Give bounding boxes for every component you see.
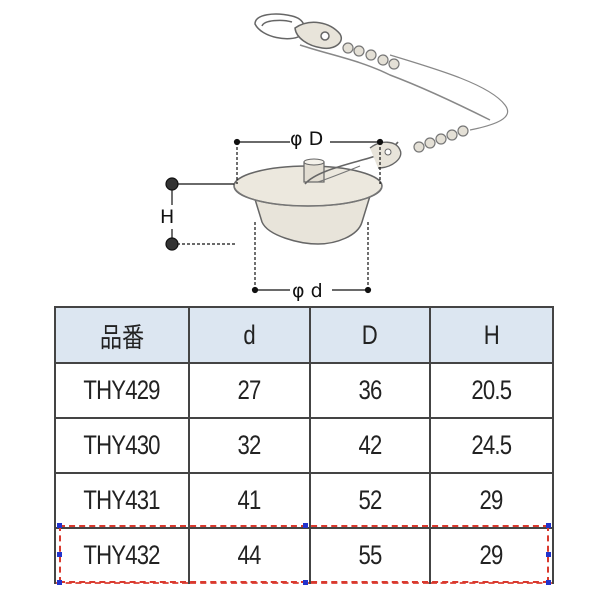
header-outer-diameter: D <box>309 306 431 364</box>
chain-icon <box>299 42 508 153</box>
cell-outer-diameter: 52 <box>309 472 431 529</box>
cell-height: 29 <box>429 527 554 584</box>
header-inner-diameter: d <box>188 306 311 364</box>
cell-outer-diameter: 42 <box>309 417 431 474</box>
cell-part-number: THY430 <box>54 417 190 474</box>
cell-outer-diameter: 55 <box>309 527 431 584</box>
cell-inner-diameter: 27 <box>188 362 311 419</box>
inner-diameter-dimension <box>251 222 372 294</box>
header-height: H <box>429 306 554 364</box>
cell-inner-diameter: 44 <box>188 527 311 584</box>
table-row[interactable]: THY431 41 52 29 <box>54 472 554 529</box>
spec-table: 品番 d D H THY429 27 36 20.5 THY430 32 42 … <box>54 306 554 584</box>
cell-inner-diameter: 41 <box>188 472 311 529</box>
table-row[interactable]: THY429 27 36 20.5 <box>54 362 554 419</box>
table-row-selected[interactable]: THY432 44 55 29 <box>54 527 554 584</box>
outer-diameter-label: φ D <box>290 128 323 150</box>
cell-inner-diameter: 32 <box>188 417 311 474</box>
cell-height: 24.5 <box>429 417 554 474</box>
cell-height: 20.5 <box>429 362 554 419</box>
hanger-clip-icon <box>254 13 342 50</box>
inner-diameter-label: φ d <box>292 280 323 302</box>
height-label: H <box>160 206 174 228</box>
table-header-row: 品番 d D H <box>54 306 554 364</box>
cell-outer-diameter: 36 <box>309 362 431 419</box>
cell-part-number: THY432 <box>54 527 190 584</box>
cell-part-number: THY429 <box>54 362 190 419</box>
drain-plug-diagram: φ D φ d H <box>158 13 508 302</box>
cell-part-number: THY431 <box>54 472 190 529</box>
header-part-number: 品番 <box>54 306 190 364</box>
drain-plug-icon <box>233 141 402 245</box>
table-row[interactable]: THY430 32 42 24.5 <box>54 417 554 474</box>
cell-height: 29 <box>429 472 554 529</box>
